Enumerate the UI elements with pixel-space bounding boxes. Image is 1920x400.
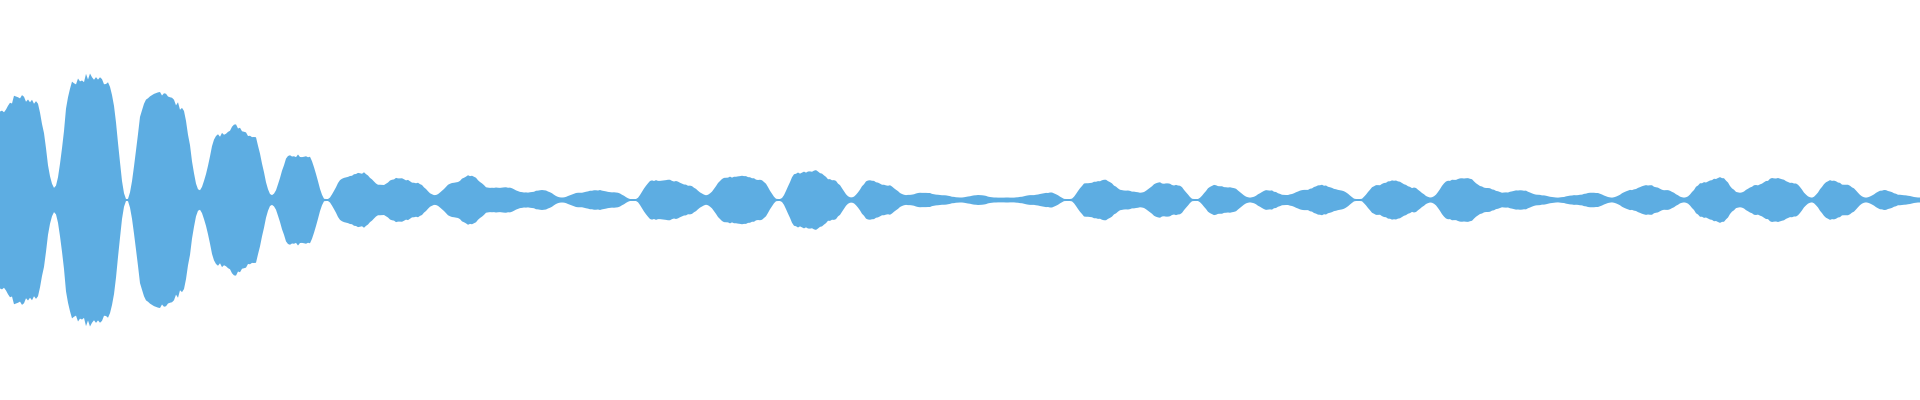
waveform-shape	[0, 73, 1920, 327]
